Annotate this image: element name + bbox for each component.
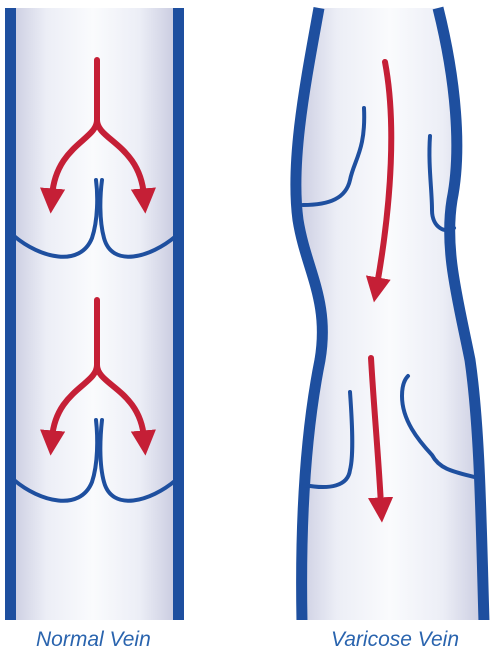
normal-vein-interior — [10, 8, 176, 620]
normal-vein-right-wall — [173, 8, 184, 620]
normal-vein-left-wall — [5, 8, 16, 620]
normal-vein-label: Normal Vein — [36, 628, 151, 652]
varicose-vein — [296, 8, 484, 620]
vein-diagram — [0, 0, 493, 620]
varicose-vein-label: Varicose Vein — [331, 628, 459, 652]
normal-vein — [5, 8, 184, 620]
